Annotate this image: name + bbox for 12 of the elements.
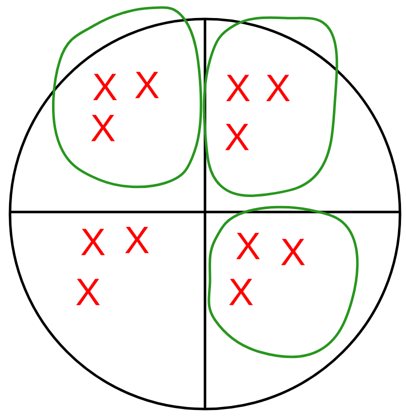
- cross-mark: X: [236, 232, 260, 260]
- cross-mark: X: [226, 74, 250, 102]
- cross-mark: X: [93, 74, 117, 100]
- cross-mark: X: [135, 72, 159, 98]
- cross-mark: X: [76, 278, 100, 306]
- cross-mark: X: [91, 114, 115, 142]
- cross-mark: X: [281, 238, 305, 266]
- cross-mark: X: [266, 74, 290, 102]
- cross-mark: X: [225, 124, 249, 150]
- cross-mark: X: [81, 228, 105, 256]
- cross-mark: X: [229, 278, 253, 306]
- cross-mark: X: [125, 226, 149, 254]
